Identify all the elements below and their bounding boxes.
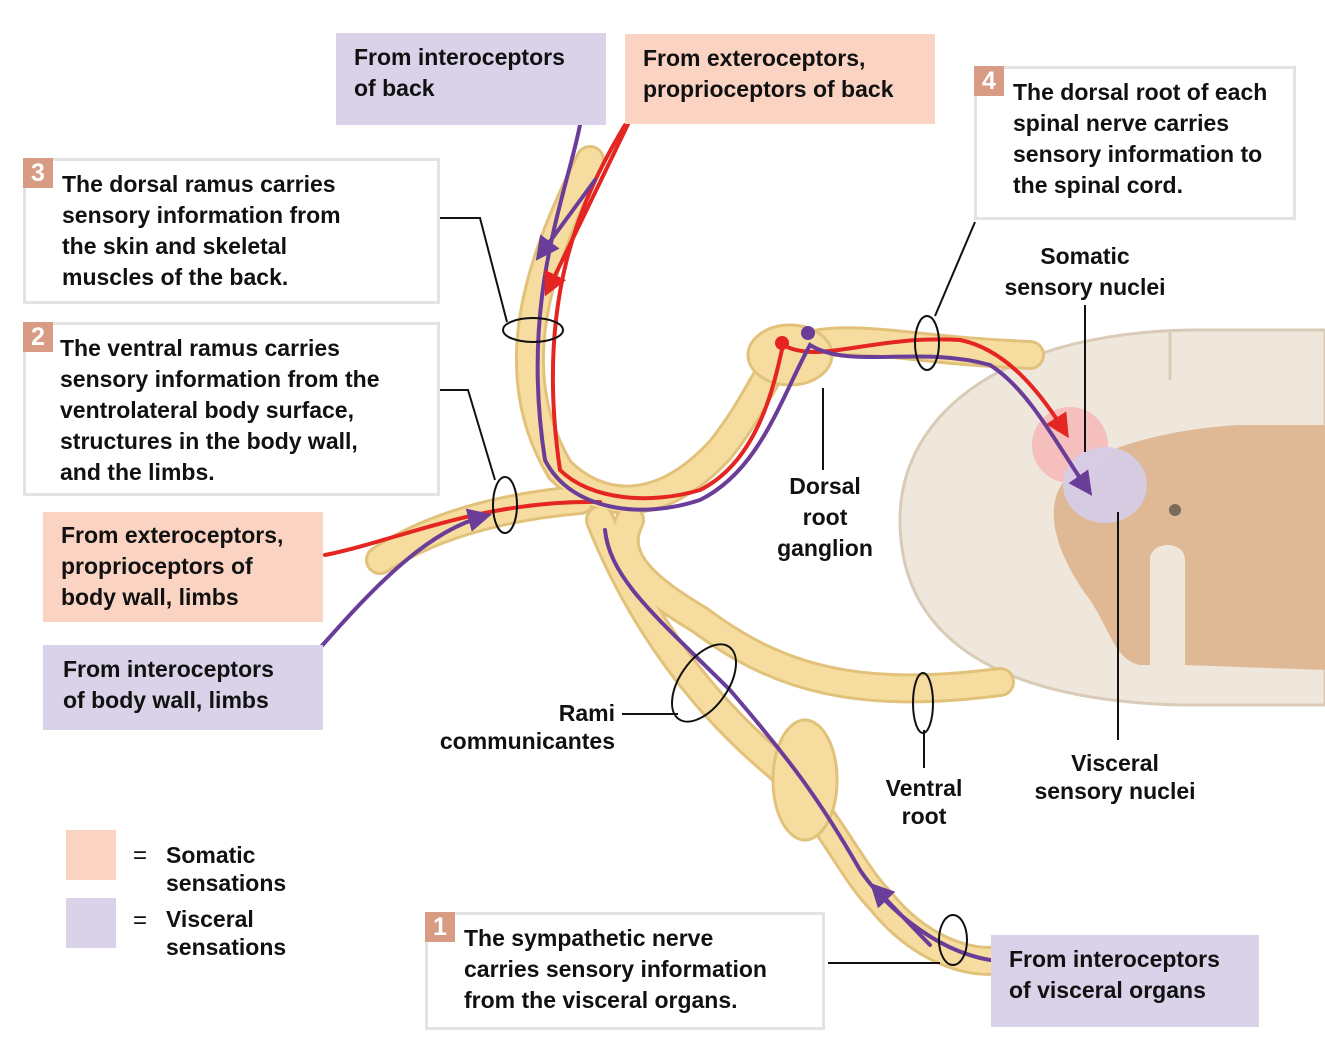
visceral-pathway-body — [318, 508, 492, 650]
source-line: proprioceptors of — [61, 553, 253, 579]
sensory-pathways — [318, 118, 1093, 962]
note-line: The dorsal ramus carries — [62, 171, 336, 197]
label-rami-communicantes: Rami communicantes — [439, 700, 615, 754]
source-interoceptors-visceral: From interoceptors of visceral organs — [991, 935, 1259, 1027]
visceral-pathway-back — [535, 123, 1093, 512]
source-interoceptors-back: From interoceptors of back — [336, 33, 606, 125]
note-line: from the visceral organs. — [464, 987, 738, 1013]
legend-swatch-visceral — [66, 898, 116, 948]
source-line: of visceral organs — [1009, 977, 1206, 1003]
source-line: proprioceptors of back — [643, 76, 894, 102]
note-line: sensory information from — [62, 202, 341, 228]
sympathetic-ganglion — [771, 718, 839, 842]
source-line: From exteroceptors, — [643, 45, 866, 71]
source-exteroceptors-body-wall: From exteroceptors, proprioceptors of bo… — [43, 512, 323, 622]
central-canal — [1169, 504, 1181, 516]
source-line: From interoceptors — [1009, 946, 1220, 972]
source-line: From exteroceptors, — [61, 522, 284, 548]
note-line: ventrolateral body surface, — [60, 397, 354, 423]
note-ventral-ramus: 2 The ventral ramus carries sensory info… — [23, 322, 440, 496]
spinal-cord — [898, 328, 1325, 707]
source-line: From interoceptors — [354, 44, 565, 70]
note-line: sensory information to — [1013, 141, 1263, 167]
legend-swatch-somatic — [66, 830, 116, 880]
dorsal-root-ganglion — [746, 323, 834, 387]
note-line: spinal nerve carries — [1013, 110, 1230, 136]
leader-lines — [440, 217, 1119, 966]
source-line: From interoceptors — [63, 656, 274, 682]
step-badge-1: 1 — [425, 912, 455, 942]
note-line: the skin and skeletal — [62, 233, 287, 259]
somatic-pathway-back — [550, 123, 1069, 501]
note-line: The sympathetic nerve — [464, 925, 714, 951]
source-interoceptors-body-wall: From interoceptors of body wall, limbs — [43, 645, 323, 730]
note-line: muscles of the back. — [62, 264, 289, 290]
somatic-pathway-body — [323, 499, 602, 557]
source-exteroceptors-back: From exteroceptors, proprioceptors of ba… — [625, 34, 935, 124]
label-visceral-sensory-nuclei: Visceral sensory nuclei — [1034, 750, 1196, 804]
note-line: the spinal cord. — [1013, 172, 1183, 198]
label-dorsal-root-ganglion: Dorsal root ganglion — [777, 473, 873, 561]
note-dorsal-ramus: 3 The dorsal ramus carries sensory infor… — [23, 158, 440, 304]
step-badge-2: 2 — [23, 322, 53, 352]
source-line: body wall, limbs — [61, 584, 239, 610]
note-line: sensory information from the — [60, 366, 380, 392]
label-ventral-root: Ventral root — [885, 775, 963, 829]
legend-label-somatic: Somatic sensations — [166, 842, 287, 896]
label-somatic-sensory-nuclei: Somatic sensory nuclei — [1004, 243, 1166, 300]
visceral-nucleus-area — [1063, 447, 1147, 523]
note-line: The dorsal root of each — [1013, 79, 1268, 105]
legend-equals: = — [133, 842, 148, 869]
note-dorsal-root: 4 The dorsal root of each spinal nerve c… — [974, 66, 1296, 220]
source-line: of body wall, limbs — [63, 687, 269, 713]
step-badge-3: 3 — [23, 158, 53, 188]
legend-equals: = — [133, 907, 148, 934]
note-line: carries sensory information — [464, 956, 767, 982]
note-line: and the limbs. — [60, 459, 215, 485]
note-sympathetic-nerve: 1 The sympathetic nerve carries sensory … — [425, 912, 825, 1030]
note-line: structures in the body wall, — [60, 428, 358, 454]
legend-label-visceral: Visceral sensations — [166, 906, 287, 960]
note-line: The ventral ramus carries — [60, 335, 340, 361]
step-badge-4: 4 — [974, 66, 1004, 96]
source-line: of back — [354, 75, 435, 101]
